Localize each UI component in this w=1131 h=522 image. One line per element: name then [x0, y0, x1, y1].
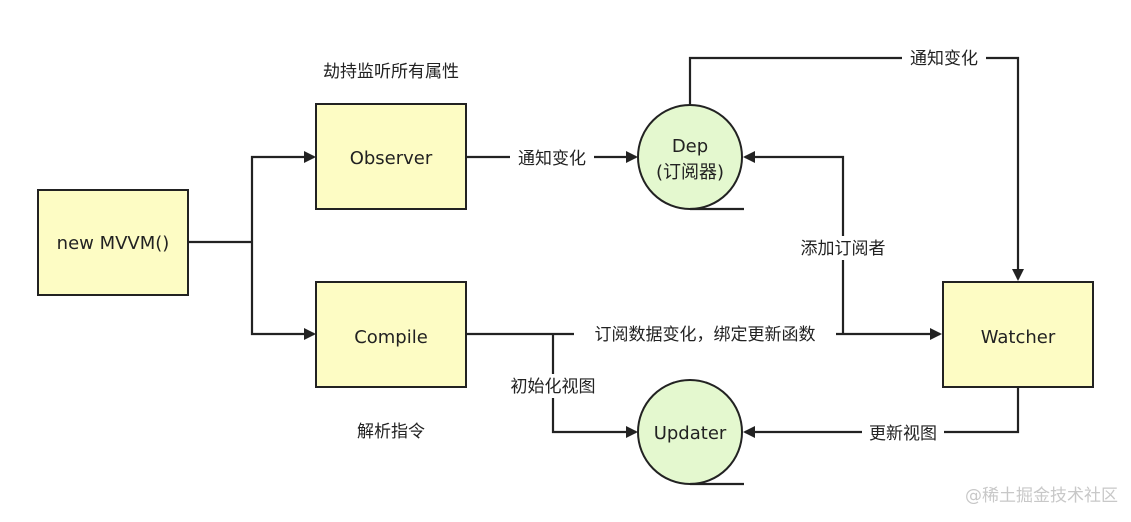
label-watcher-to-updater: 更新视图 [869, 424, 937, 444]
node-compile: Compile [315, 281, 467, 388]
node-dep-label: Dep [672, 136, 708, 157]
node-dep-sublabel: (订阅器) [656, 162, 724, 183]
node-observer-label: Observer [350, 148, 433, 169]
edge-compile-to-updater [551, 334, 638, 438]
edge-mvvm-to-compile [250, 242, 316, 340]
edge-watcher-to-updater [743, 388, 1020, 438]
node-new-mvvm-label: new MVVM() [57, 233, 170, 254]
node-watcher: Watcher [942, 281, 1094, 388]
edge-watcher-to-dep [743, 151, 845, 334]
node-updater-label: Updater [654, 423, 727, 444]
edge-mvvm-to-observer [250, 151, 316, 242]
node-observer: Observer [315, 103, 467, 210]
label-compile-to-updater: 初始化视图 [511, 377, 596, 397]
edge-dep-to-watcher [688, 56, 1024, 281]
node-updater: Updater [637, 379, 744, 486]
node-dep: Dep (订阅器) [637, 104, 744, 211]
label-observer-to-dep: 通知变化 [518, 149, 586, 169]
node-watcher-label: Watcher [981, 327, 1056, 348]
watermark: @稀土掘金技术社区 [965, 486, 1118, 506]
label-compile-to-watcher: 订阅数据变化，绑定更新函数 [595, 325, 816, 345]
caption-compile: 解析指令 [357, 422, 425, 442]
node-compile-label: Compile [354, 327, 428, 348]
node-new-mvvm: new MVVM() [37, 189, 189, 296]
label-dep-to-watcher: 通知变化 [910, 49, 978, 69]
label-watcher-to-dep: 添加订阅者 [801, 239, 886, 259]
caption-observer: 劫持监听所有属性 [323, 62, 459, 82]
